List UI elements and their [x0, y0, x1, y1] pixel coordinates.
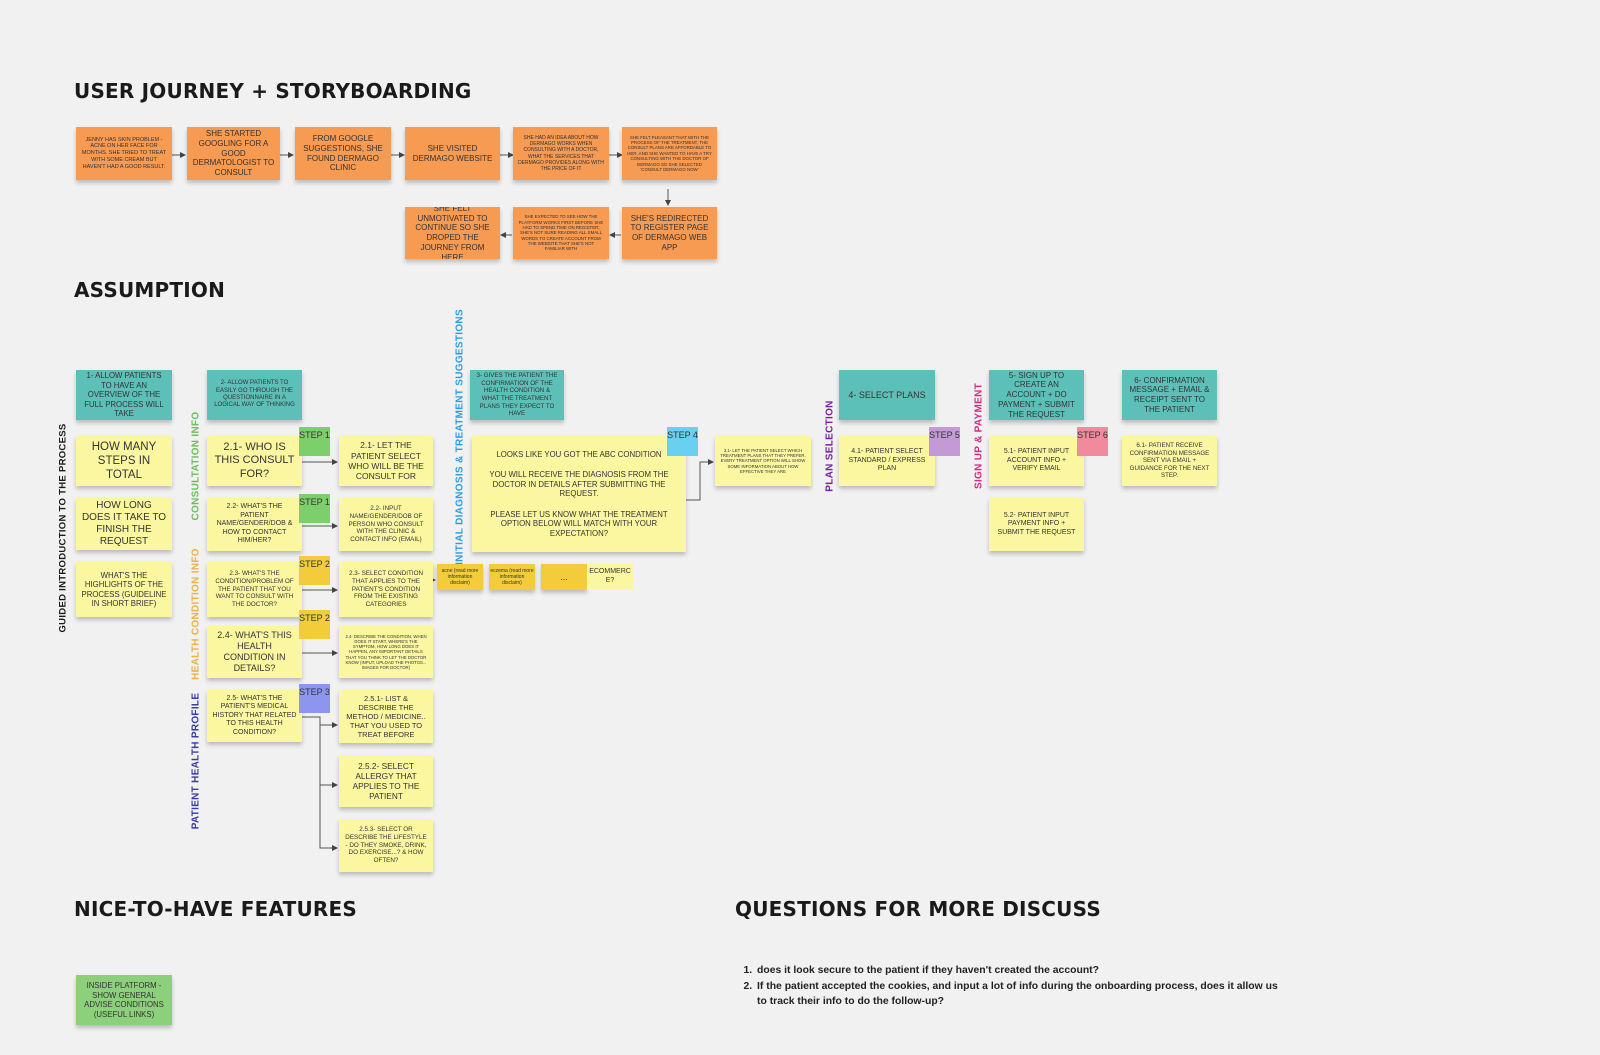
- guided-note-highlights: What's the highlights of the process (gu…: [76, 562, 172, 617]
- diagnosis-note: LOOKS LIKE YOU GOT THE ABC CONDITION YOU…: [472, 436, 686, 552]
- diagnosis-line-1: LOOKS LIKE YOU GOT THE ABC CONDITION: [496, 449, 662, 459]
- journey-step-6: She felt pleasant that with the process …: [622, 127, 717, 180]
- question-note-2-1: 2.1- Who is this consult for?: [207, 436, 302, 486]
- goal-5-note: 5- Sign up to create an account + do pay…: [989, 370, 1084, 420]
- journey-step-8: She expected to see how the platform wor…: [513, 207, 609, 259]
- heading-assumption: ASSUMPTION: [74, 278, 226, 302]
- goal-6-note: 6- Confirmation message + email & receip…: [1122, 370, 1217, 420]
- journey-step-7: She's redirected to Register page of Der…: [622, 207, 717, 259]
- question-note-2-3: 2.3- What's the condition/problem of the…: [207, 562, 302, 617]
- journey-step-4: She visited Dermago website: [405, 127, 500, 180]
- answer-note-2-5-2: 2.5.2- Select allergy that applies to th…: [339, 755, 433, 807]
- question-note-2-4: 2.4- What's this health condition in det…: [207, 626, 302, 678]
- section-label-diagnosis: INITIAL DIAGNOSIS & TREATMENT SUGGESTION…: [454, 309, 466, 565]
- category-chip-ecommerce: ECOMMERCE?: [587, 564, 633, 590]
- journey-step-5: She had an idea about how Dermago works …: [513, 127, 609, 180]
- answer-note-2-1: 2.1- Let the patient select who will be …: [339, 436, 433, 486]
- step-badge-6: STEP 6: [1077, 427, 1108, 456]
- goal-4-note: 4- Select plans: [839, 370, 935, 420]
- guided-note-steps: How many steps in total: [76, 436, 172, 486]
- step-badge-5: STEP 5: [929, 427, 960, 456]
- answer-note-2-5-1: 2.5.1- List & describe the method / medi…: [339, 690, 433, 743]
- confirmation-note: 6.1- Patient receive confirmation messag…: [1122, 436, 1217, 486]
- step-badge-2b: STEP 2: [299, 610, 330, 639]
- question-note-2-5: 2.5- What's the patient's medical histor…: [207, 690, 302, 742]
- section-label-patient-profile: PATIENT HEALTH PROFILE: [190, 692, 202, 830]
- answer-note-2-2: 2.2- Input name/gender/DOB of person who…: [339, 498, 433, 551]
- answer-note-2-4: 2.4- Describe the condition, when does i…: [339, 626, 433, 678]
- step-badge-2a: STEP 2: [299, 556, 330, 585]
- plan-select-note: 4.1- Patient select standard / express p…: [839, 436, 935, 486]
- question-item-2: If the patient accepted the cookies, and…: [755, 979, 1285, 1010]
- journey-step-2: She started googling for a good dermatol…: [187, 127, 280, 180]
- category-chip-acne[interactable]: acne (read more information disclaim): [437, 564, 483, 590]
- category-chip-more[interactable]: ...: [541, 564, 587, 590]
- heading-user-journey: USER JOURNEY + STORYBOARDING: [74, 79, 472, 103]
- answer-note-2-5-3: 2.5.3- Select or describe the lifestyle …: [339, 819, 433, 872]
- diagnosis-line-3: PLEASE LET US KNOW WHAT THE TREATMENT OP…: [490, 509, 668, 538]
- section-label-signup-payment: SIGN UP & PAYMENT: [973, 382, 985, 490]
- step-badge-4: STEP 4: [667, 427, 698, 456]
- journey-step-9: She felt unmotivated to continue so she …: [405, 207, 500, 259]
- heading-questions: QUESTIONS FOR MORE DISCUSS: [735, 897, 1101, 921]
- goal-1-note: 1- Allow patients to have an overview of…: [76, 370, 172, 420]
- nice-to-have-note: Inside platform - show general advise co…: [76, 975, 172, 1025]
- heading-nice-to-have: NICE-TO-HAVE FEATURES: [74, 897, 357, 921]
- category-chip-eczema[interactable]: eczema (read more information disclaim): [489, 564, 535, 590]
- section-label-plan-selection: PLAN SELECTION: [824, 400, 836, 492]
- journey-step-1: Jenny has skin problem - acne on her fac…: [76, 127, 172, 180]
- section-label-guided-intro: GUIDED INTRODUCTION TO THE PROCESS: [57, 423, 69, 633]
- journey-step-3: From Google suggestions, she found Derma…: [295, 127, 391, 180]
- goal-2-note: 2- Allow patients to easily go through t…: [207, 370, 302, 420]
- step-badge-1b: STEP 1: [299, 494, 330, 523]
- question-item-1: does it look secure to the patient if th…: [755, 963, 1285, 979]
- treatment-option-note: 3.1- Let the patient select which treatm…: [715, 436, 811, 486]
- section-label-health-condition: HEALTH CONDITION INFO: [190, 548, 202, 680]
- guided-note-duration: How long does it take to finish the requ…: [76, 498, 172, 550]
- goal-3-note: 3- Gives the patient the confirmation of…: [470, 370, 564, 420]
- step-badge-1a: STEP 1: [299, 427, 330, 456]
- signup-payment-note: 5.2- Patient input payment info + submit…: [989, 498, 1084, 551]
- diagnosis-line-2: YOU WILL RECEIVE THE DIAGNOSIS FROM THE …: [489, 470, 669, 499]
- step-badge-3: STEP 3: [299, 684, 330, 713]
- question-note-2-2: 2.2- What's the patient name/gender/DOB …: [207, 498, 302, 551]
- section-label-consultation-info: CONSULTATION INFO: [190, 411, 202, 521]
- signup-account-note: 5.1- Patient input account info + verify…: [989, 436, 1084, 486]
- answer-note-2-3: 2.3- Select condition that applies to th…: [339, 562, 433, 617]
- questions-list: does it look secure to the patient if th…: [735, 963, 1285, 1010]
